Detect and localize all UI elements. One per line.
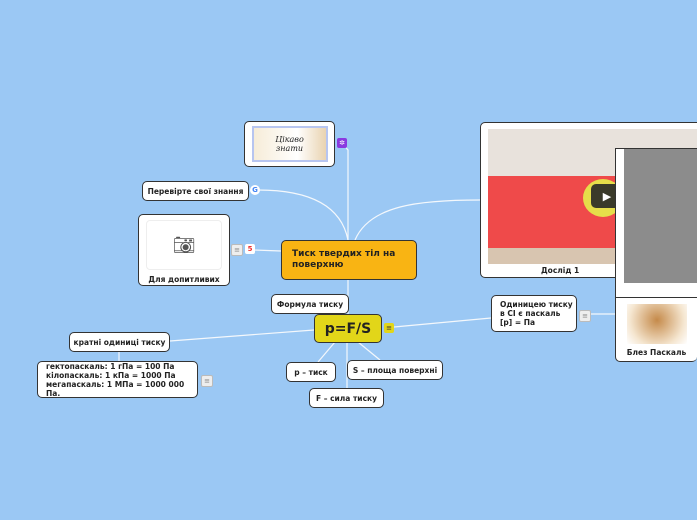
pascal-portrait [626,304,687,344]
camera-icon: 📷︎ [146,220,222,270]
image-lettering: Цікаво знати [275,135,304,153]
interesting-image: Цікаво знати [251,126,328,162]
curious-node[interactable]: 📷︎ Для допитливих [138,214,230,286]
unit-node[interactable]: Одиницею тиску в СІ є паскаль [p] = Па [491,295,577,332]
s-node[interactable]: S – площа поверхні [347,360,443,380]
image-preview-overlay[interactable] [615,148,697,298]
multiples-list-node[interactable]: гектопаскаль: 1 гПа = 100 Па кілопаскаль… [37,361,198,398]
note-icon[interactable]: ≡ [384,323,394,333]
note-icon[interactable]: ≡ [201,375,213,387]
unit-line: [p] = Па [500,318,536,327]
formula-node[interactable]: p=F/S [314,314,382,343]
html5-icon[interactable]: 5 [245,244,255,254]
pascal-label: Блез Паскаль [626,348,687,357]
note-icon[interactable]: ≡ [579,310,591,322]
google-icon[interactable]: G [250,185,260,195]
interesting-node[interactable]: Цікаво знати [244,121,335,167]
unit-line: Одиницею тиску [500,300,573,309]
list-item: гектопаскаль: 1 гПа = 100 Па [46,361,175,371]
video-caption: Дослід 1 [541,266,580,275]
list-item: кілопаскаль: 1 кПа = 1000 Па [46,370,176,380]
list-item: мегапаскаль: 1 МПа = 1000 000 Па. [46,379,185,398]
check-knowledge-node[interactable]: Перевірте свої знання [142,181,249,201]
formula-label-node[interactable]: Формула тиску [271,294,349,314]
preview-image [624,149,697,283]
unit-line: в СІ є паскаль [500,309,561,318]
f-node[interactable]: F – сила тиску [309,388,384,408]
note-icon[interactable]: ≡ [231,244,243,256]
mindmap-link-icon[interactable]: ✲ [337,138,347,148]
p-node[interactable]: p – тиск [286,362,336,382]
pascal-node[interactable]: Блез Паскаль [615,290,697,362]
multiples-node[interactable]: кратні одиниці тиску [69,332,170,352]
central-topic[interactable]: Тиск твердих тіл на поверхню [281,240,417,280]
curious-label: Для допитливих [148,275,220,284]
